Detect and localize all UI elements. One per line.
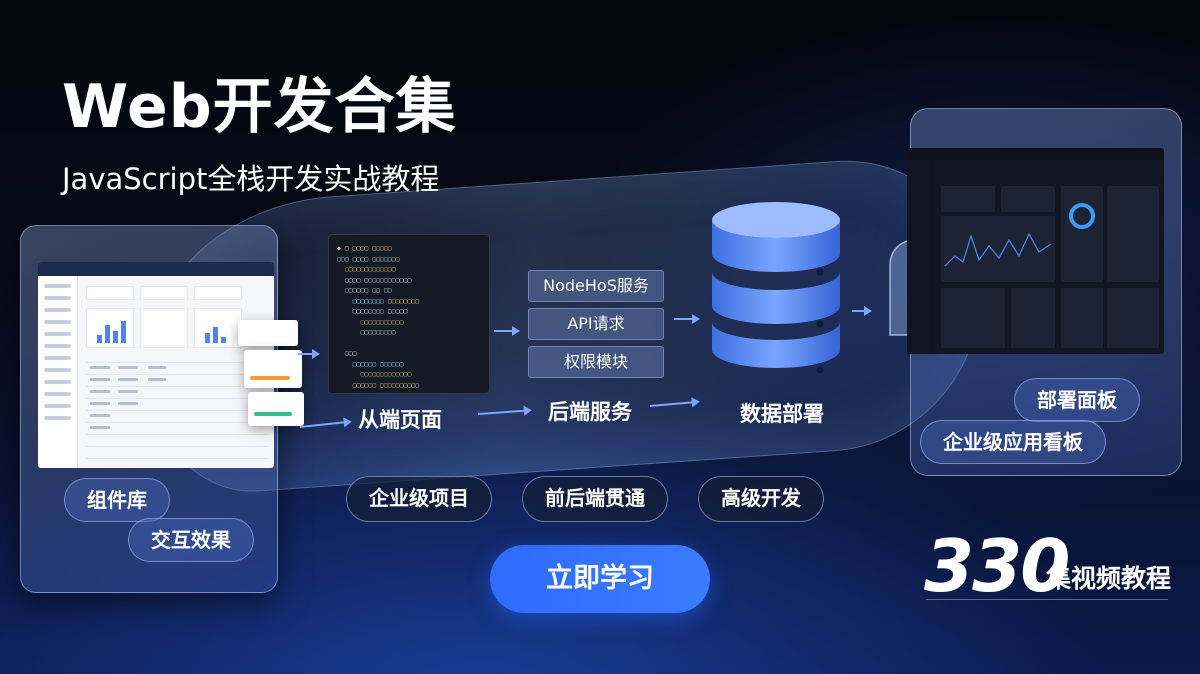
arrow bbox=[494, 326, 520, 336]
tag-deploy-panel: 部署面板 bbox=[1014, 378, 1140, 422]
feature-enterprise-projects: 企业级项目 bbox=[346, 476, 492, 522]
service-node: NodeHoS服务 bbox=[528, 270, 664, 302]
ui-popup-card bbox=[238, 320, 298, 346]
episode-count-suffix: 集视频教程 bbox=[1046, 564, 1172, 593]
arrow bbox=[852, 306, 872, 316]
component-library-screen bbox=[38, 262, 274, 468]
service-auth: 权限模块 bbox=[528, 346, 664, 378]
episode-count: 330 bbox=[924, 524, 1070, 608]
flow-label-data-deploy: 数据部署 bbox=[740, 402, 824, 426]
dashboard-screen bbox=[907, 148, 1164, 354]
page-subtitle: JavaScript全栈开发实战教程 bbox=[62, 162, 440, 196]
ui-popup-card bbox=[248, 392, 304, 426]
flow-label-backend: 后端服务 bbox=[548, 400, 632, 424]
arrow bbox=[298, 349, 320, 359]
tag-component-library: 组件库 bbox=[64, 478, 170, 522]
feature-fullstack: 前后端贯通 bbox=[522, 476, 668, 522]
feature-advanced-dev: 高级开发 bbox=[698, 476, 824, 522]
arrow bbox=[674, 314, 700, 324]
service-api: API请求 bbox=[528, 308, 664, 340]
code-editor-window: ◆ ▢ ▢▢▢▢ ▢▢▢▢▢ ▢▢▢ ▢▢▢▢ ▢▢▢▢▢▢▢ ▢▢▢▢▢▢▢▢… bbox=[328, 234, 490, 394]
divider bbox=[926, 599, 1168, 600]
tag-interaction-effects: 交互效果 bbox=[128, 518, 254, 562]
database-icon bbox=[712, 202, 840, 374]
tag-enterprise-dashboard: 企业级应用看板 bbox=[920, 420, 1106, 464]
page-title: Web开发合集 bbox=[62, 72, 457, 142]
learn-now-button[interactable]: 立即学习 bbox=[490, 545, 710, 613]
flow-label-frontend: 从端页面 bbox=[358, 408, 442, 432]
ui-popup-card bbox=[244, 350, 302, 388]
